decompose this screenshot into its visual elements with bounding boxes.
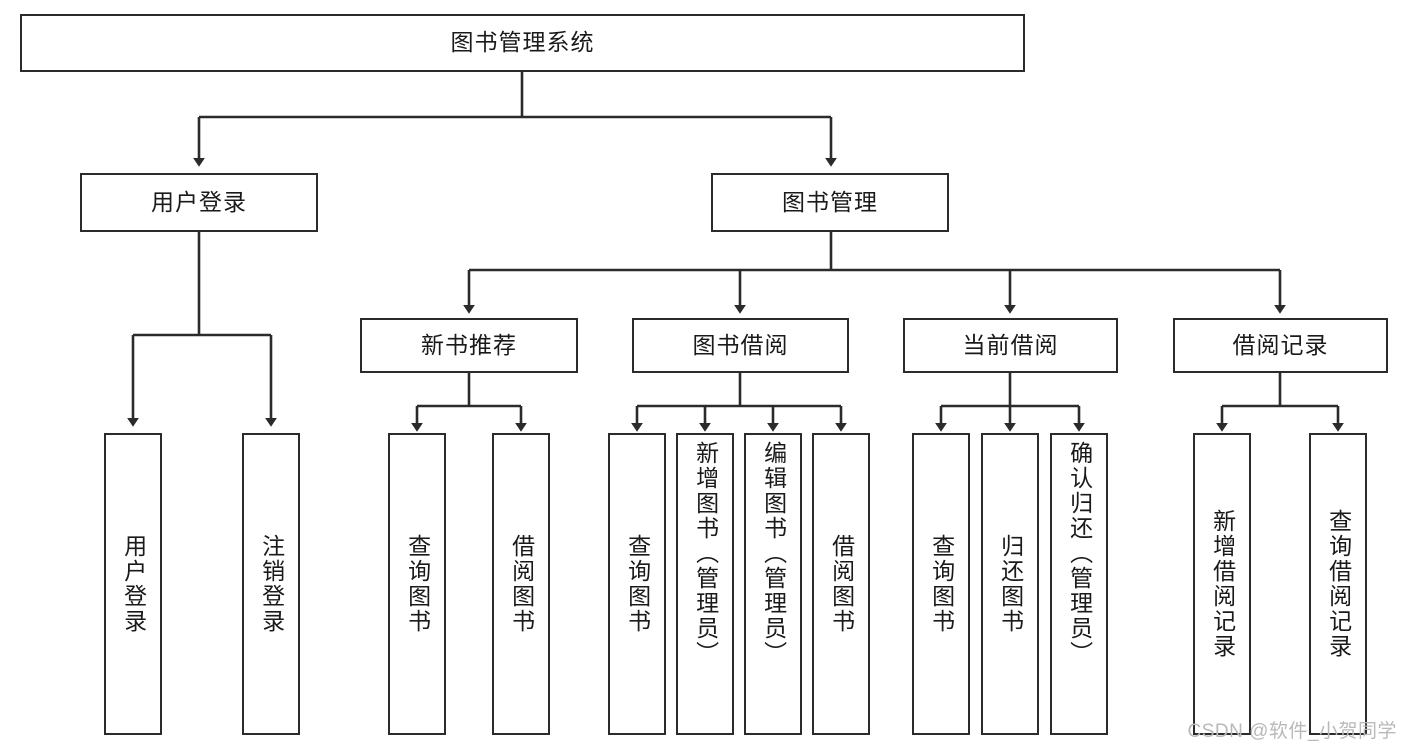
leaf-user-login[interactable]: 用户登录: [104, 433, 162, 735]
node-label: 查询图书: [928, 534, 955, 634]
node-root-system[interactable]: 图书管理系统: [20, 14, 1025, 72]
node-label: 借阅记录: [1232, 331, 1329, 358]
node-label: 用户登录: [151, 188, 247, 215]
node-label: 确认归还（管理员）: [1066, 441, 1093, 666]
node-label: 图书管理: [782, 188, 878, 215]
node-book-management[interactable]: 图书管理: [711, 173, 949, 232]
leaf-add-book-admin[interactable]: 新增图书（管理员）: [676, 433, 734, 735]
node-label: 注销登录: [258, 534, 285, 634]
node-label: 新书推荐: [421, 331, 517, 358]
node-label: 编辑图书（管理员）: [760, 441, 787, 666]
node-current-borrow[interactable]: 当前借阅: [903, 318, 1118, 373]
leaf-query-book-current[interactable]: 查询图书: [912, 433, 970, 735]
leaf-add-borrow-record[interactable]: 新增借阅记录: [1193, 433, 1251, 735]
leaf-query-book-borrow[interactable]: 查询图书: [608, 433, 666, 735]
leaf-confirm-return-admin[interactable]: 确认归还（管理员）: [1050, 433, 1108, 735]
leaf-edit-book-admin[interactable]: 编辑图书（管理员）: [744, 433, 802, 735]
node-label: 借阅图书: [828, 534, 855, 634]
node-label: 当前借阅: [962, 331, 1059, 358]
node-label: 图书管理系统: [450, 29, 595, 56]
leaf-query-book-new[interactable]: 查询图书: [388, 433, 446, 735]
node-new-book-recommend[interactable]: 新书推荐: [360, 318, 578, 373]
node-label: 图书借阅: [692, 331, 789, 358]
node-label: 查询图书: [624, 534, 651, 634]
node-user-login[interactable]: 用户登录: [80, 173, 318, 232]
node-borrow-record[interactable]: 借阅记录: [1173, 318, 1388, 373]
leaf-query-borrow-record[interactable]: 查询借阅记录: [1309, 433, 1367, 735]
leaf-return-book[interactable]: 归还图书: [981, 433, 1039, 735]
node-label: 新增图书（管理员）: [692, 441, 719, 666]
node-book-borrow[interactable]: 图书借阅: [632, 318, 849, 373]
leaf-borrow-book[interactable]: 借阅图书: [812, 433, 870, 735]
node-label: 新增借阅记录: [1209, 509, 1236, 659]
leaf-borrow-book-new[interactable]: 借阅图书: [492, 433, 550, 735]
node-label: 查询图书: [404, 534, 431, 634]
node-label: 查询借阅记录: [1325, 509, 1352, 659]
node-label: 借阅图书: [508, 534, 535, 634]
node-label: 归还图书: [997, 534, 1024, 634]
node-label: 用户登录: [120, 534, 147, 634]
leaf-logout[interactable]: 注销登录: [242, 433, 300, 735]
